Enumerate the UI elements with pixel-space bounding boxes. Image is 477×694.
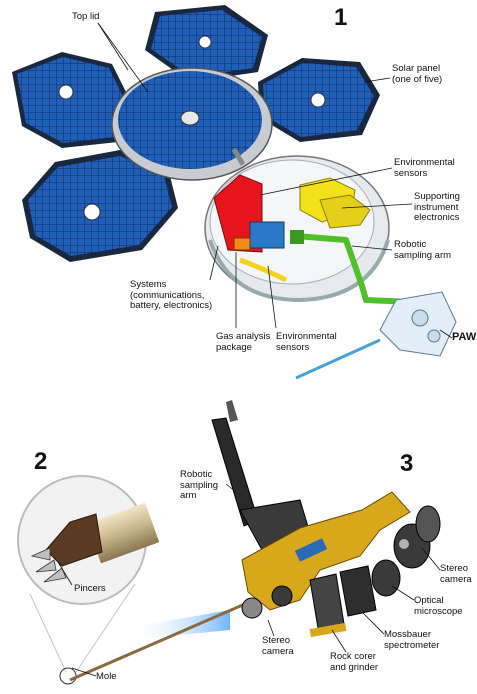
top-lid xyxy=(111,67,273,181)
label-environmental-sensors-bottom: Environmental sensors xyxy=(276,331,337,353)
robotic-arm-paw xyxy=(211,400,313,551)
label-supporting-electronics: Supporting instrument electronics xyxy=(414,191,460,223)
robotic-arm-lander xyxy=(290,230,413,305)
stereo-camera-left-body xyxy=(241,585,293,619)
panel-number-2: 2 xyxy=(34,448,48,475)
rock-corer-body xyxy=(309,573,347,638)
mole-tip-closeup xyxy=(30,502,160,583)
solar-panel-right xyxy=(258,58,380,142)
label-systems: Systems (communications, battery, electr… xyxy=(130,279,213,311)
label-mossbauer: Mossbauer spectrometer xyxy=(384,629,440,651)
paw-gold-frame xyxy=(241,491,411,611)
pincers xyxy=(30,547,67,583)
solar-panel-bottom-left xyxy=(22,150,178,262)
label-stereo-camera-right: Stereo camera xyxy=(440,563,472,585)
stereo-camera-right-body xyxy=(393,505,441,569)
gas-analysis-block xyxy=(233,221,288,283)
mole-probe xyxy=(69,592,269,682)
panel-3-paw xyxy=(69,400,441,682)
label-rock-corer: Rock corer and grinder xyxy=(330,651,379,673)
solar-panel-left xyxy=(12,52,130,148)
label-environmental-sensors-top: Environmental sensors xyxy=(394,157,455,179)
panel-1-lander xyxy=(12,5,457,380)
label-solar-panel: Solar panel (one of five) xyxy=(392,63,443,85)
label-robotic-arm-3: Robotic sampling arm xyxy=(180,469,219,501)
label-pincers: Pincers xyxy=(74,583,106,594)
solar-panel-top xyxy=(145,5,268,82)
label-paw: PAW xyxy=(452,331,477,343)
label-mole: Mole xyxy=(96,671,117,682)
mossbauer-body xyxy=(339,565,377,617)
optical-microscope-body xyxy=(371,559,401,597)
label-stereo-camera-left: Stereo camera xyxy=(262,635,294,657)
electronics-block xyxy=(299,177,371,229)
panel-number-3: 3 xyxy=(400,450,414,477)
label-robotic-arm-1: Robotic sampling arm xyxy=(394,239,452,261)
panel-2-mole xyxy=(17,475,160,685)
paw-assembly-lander xyxy=(295,291,457,380)
label-top-lid: Top lid xyxy=(72,11,100,22)
label-optical-microscope: Optical microscope xyxy=(414,595,463,617)
label-gas-analysis: Gas analysis package xyxy=(216,331,271,353)
panel-number-1: 1 xyxy=(334,4,348,31)
